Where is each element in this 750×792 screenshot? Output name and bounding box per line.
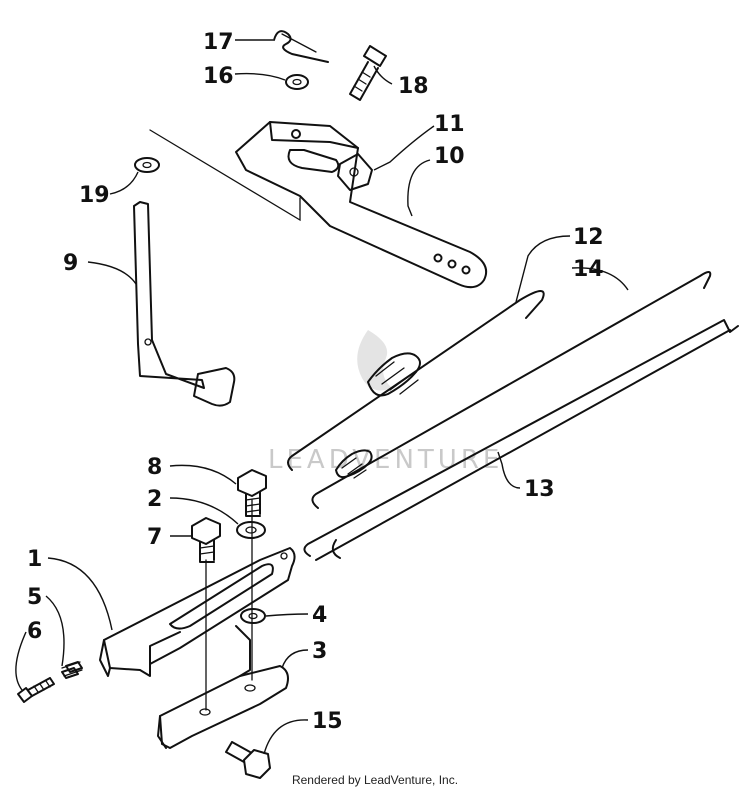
rendered-by-credit: Rendered by LeadVenture, Inc. (291, 773, 459, 787)
part-6-screw (17, 677, 55, 703)
callout-3: 3 (312, 639, 327, 664)
callout-13: 13 (524, 477, 555, 502)
alignment-line (149, 129, 301, 222)
part-16-washer (285, 74, 309, 90)
part-4-washer (240, 608, 266, 624)
part-15-bolt (225, 741, 271, 779)
callout-5: 5 (27, 585, 42, 610)
part-10-lever-bracket (235, 121, 488, 289)
callout-11: 11 (434, 112, 465, 137)
callout-8: 8 (147, 455, 162, 480)
part-3-lower-bracket (157, 625, 289, 749)
part-11-nut (337, 153, 373, 191)
part-13-shift-rod (303, 319, 739, 561)
watermark: LEADVENTURE (268, 330, 503, 475)
callout-9: 9 (63, 251, 78, 276)
watermark-text: LEADVENTURE (268, 445, 503, 475)
part-19-washer (134, 157, 160, 173)
part-17-cotter-pin (273, 30, 329, 63)
part-12-spring-link (287, 290, 545, 471)
callout-18: 18 (398, 74, 429, 99)
callout-17: 17 (203, 30, 234, 55)
part-14-spring-link (311, 271, 712, 509)
part-18-bolt (349, 45, 387, 101)
assembly-lines (205, 499, 253, 711)
part-8-bolt (237, 469, 267, 517)
part-2-washer (236, 521, 266, 539)
callout-4: 4 (312, 603, 327, 628)
callout-10: 10 (434, 144, 465, 169)
callout-15: 15 (312, 709, 343, 734)
callout-19: 19 (79, 183, 110, 208)
callout-2: 2 (147, 487, 162, 512)
part-7-bolt (191, 517, 221, 563)
leader-lines (15, 39, 629, 755)
callout-1: 1 (27, 547, 42, 572)
callout-6: 6 (27, 619, 42, 644)
callout-labels: 17 16 18 11 10 19 9 12 14 13 8 2 7 1 5 6… (27, 30, 604, 734)
callout-16: 16 (203, 64, 234, 89)
part-1-base-bracket (99, 547, 296, 677)
callout-7: 7 (147, 525, 162, 550)
callout-12: 12 (573, 225, 604, 250)
callout-14: 14 (573, 257, 604, 282)
part-9-shift-rod (133, 201, 236, 407)
part-5-spring (61, 661, 83, 679)
